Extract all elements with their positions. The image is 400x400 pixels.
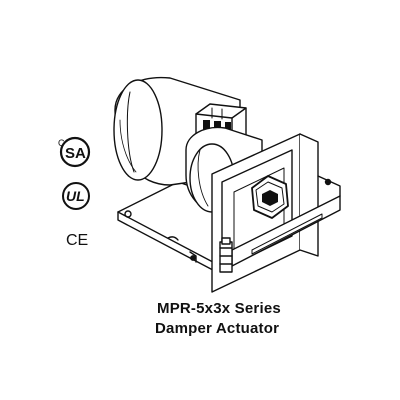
caption-product-series: MPR-5x3x Series <box>157 300 281 317</box>
base-screw-icon <box>190 255 196 261</box>
slotted-mounting-arm <box>231 175 341 267</box>
ul-listed-icon: UL <box>62 182 90 210</box>
ul-letters: UL <box>66 188 85 204</box>
anti-rotation-stud <box>219 237 233 273</box>
csa-c-prefix: C <box>58 138 65 148</box>
csa-letters: SA <box>65 145 86 162</box>
base-hole-left-icon <box>124 210 132 218</box>
damper-actuator-illustration <box>113 76 341 293</box>
terminal-slot-3-icon <box>225 122 231 134</box>
ce-mark-icon: CE <box>66 232 88 249</box>
shaft-clamp-hex-nut <box>251 175 289 219</box>
ce-letters: CE <box>66 232 88 249</box>
csa-certification-icon: SA C <box>58 136 91 168</box>
terminal-slot-1-icon <box>203 120 210 132</box>
caption-product-type: Damper Actuator <box>155 320 280 337</box>
